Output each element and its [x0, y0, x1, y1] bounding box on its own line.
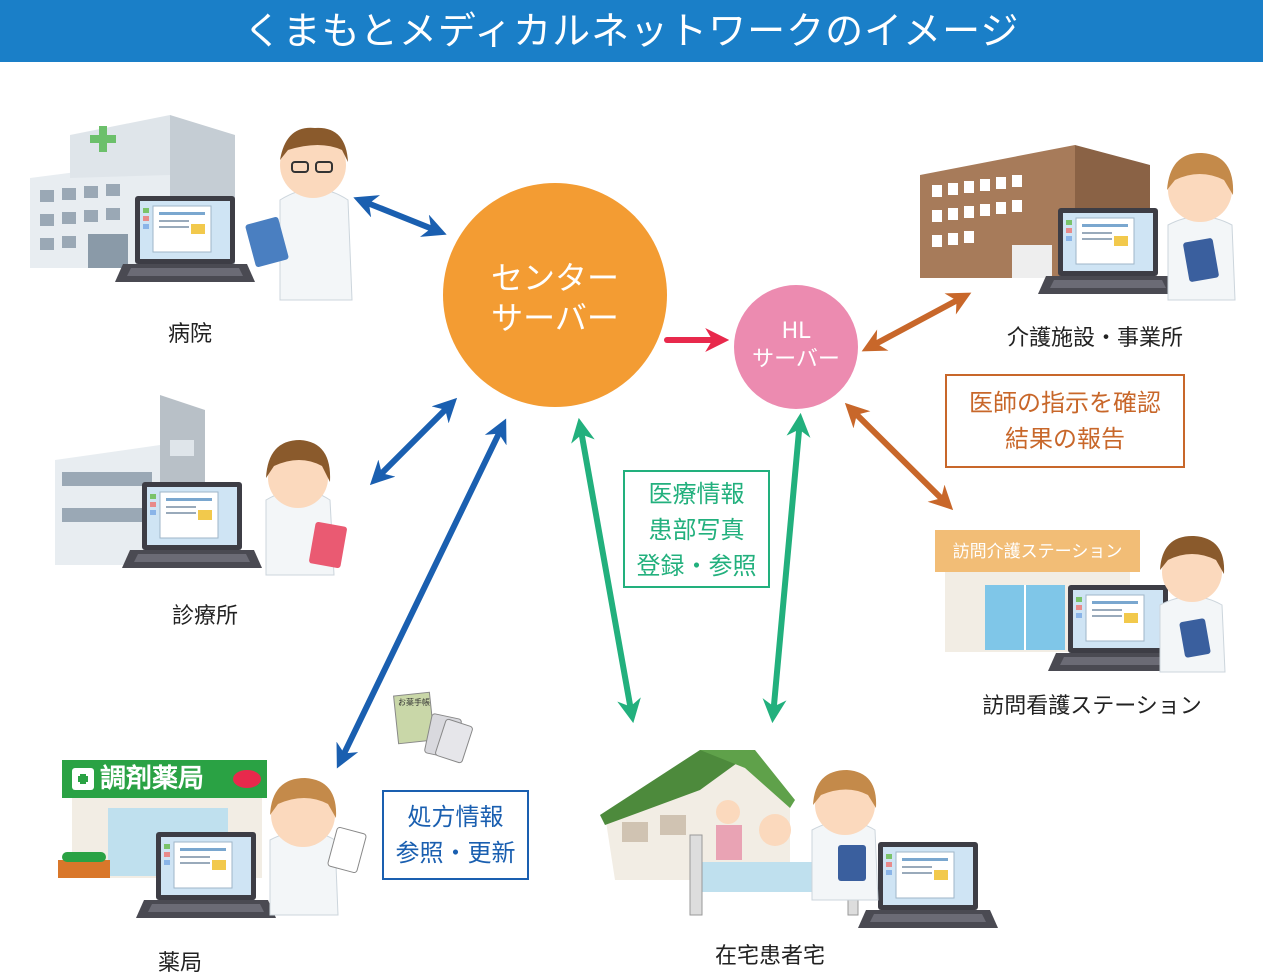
pharmacy-center-arrow [336, 418, 507, 769]
doctor-icon [245, 127, 353, 301]
pharmacy-laptop-icon [135, 831, 277, 919]
home-patient-label: 在宅患者宅 [714, 944, 825, 969]
male-nurse-icon [1159, 535, 1226, 673]
home-laptop-icon [857, 841, 999, 929]
center-server-label: センター サーバー [443, 258, 667, 338]
medicine-notebook-label: お薬手帳 [398, 698, 430, 707]
hl-server-line1: HL [781, 319, 811, 344]
medical-info-line2: 患部写真 [648, 516, 745, 544]
center-server-line2: サーバー [491, 299, 619, 337]
hospital-label: 病院 [167, 322, 212, 347]
hospital-center-arrow [353, 195, 447, 237]
header-bar: くまもとメディカルネットワークのイメージ [0, 0, 1263, 62]
center-server-node [443, 183, 667, 407]
prescription-note: 処方情報 参照・更新 [382, 790, 529, 880]
pharmacy-label: 薬局 [157, 951, 202, 976]
care-facility-label: 介護施設・事業所 [1006, 326, 1183, 351]
clinic-center-arrow [369, 397, 458, 486]
care-laptop-icon [1037, 207, 1179, 295]
visit-nursing-label: 訪問看護ステーション [982, 694, 1202, 719]
hl-care-arrow [861, 292, 972, 352]
clinic-doctor-icon [265, 440, 347, 576]
visit-care-sign-text: 訪問介護ステーション [952, 542, 1123, 562]
home-hl-arrow [762, 412, 811, 724]
home-house-icon [600, 750, 795, 880]
pharmacy-sign-text: 調剤薬局 [100, 764, 205, 794]
prescription-line2: 参照・更新 [395, 839, 516, 867]
doctor-instructions-line2: 結果の報告 [1005, 425, 1125, 453]
care-worker-icon [1167, 152, 1236, 301]
pharmacist-icon [269, 778, 367, 916]
hl-server-line2: サーバー [752, 347, 840, 372]
hl-server-node [734, 285, 858, 409]
page-title: くまもとメディカルネットワークのイメージ [243, 9, 1020, 53]
hl-server-label: HL サーバー [734, 318, 858, 374]
prescription-line1: 処方情報 [407, 803, 504, 831]
hospital-laptop-icon [114, 195, 256, 283]
clinic-laptop-icon [121, 481, 263, 569]
doctor-instructions-line1: 医師の指示を確認 [969, 389, 1161, 417]
medical-info-line1: 医療情報 [648, 480, 745, 508]
home-center-arrow [571, 417, 641, 724]
hl-nursing-arrow [844, 402, 954, 511]
center-server-line1: センター [490, 259, 619, 297]
clinic-label: 診療所 [171, 604, 238, 629]
home-nurse-icon [811, 770, 879, 901]
doctor-instructions-note: 医師の指示を確認 結果の報告 [945, 374, 1185, 468]
hospital-building-icon [30, 115, 235, 268]
medical-info-note: 医療情報 患部写真 登録・参照 [623, 470, 770, 588]
medical-info-line3: 登録・参照 [636, 552, 757, 580]
